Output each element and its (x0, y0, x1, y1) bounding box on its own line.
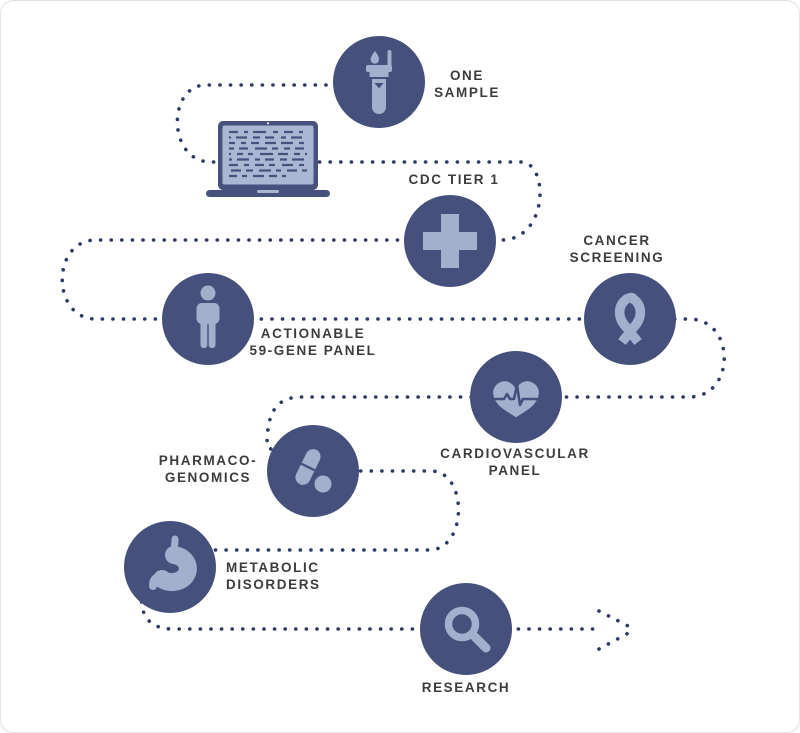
journey-path (60, 83, 727, 651)
pills-icon (295, 449, 334, 495)
flow-arrow-icon (597, 609, 637, 651)
label-cardiovascular-panel: CARDIOVASCULAR PANEL (440, 446, 590, 478)
label-metabolic-disorders: METABOLIC DISORDERS (226, 560, 321, 592)
step-circle-pharmacogenomics (267, 425, 359, 517)
awareness-ribbon-icon (614, 292, 646, 345)
test-tube-icon (366, 50, 392, 114)
step-circle-metabolic (124, 521, 216, 613)
step-circle-cardiovascular (470, 351, 562, 443)
label-research: RESEARCH (421, 680, 511, 695)
laptop-screen-text (229, 130, 307, 178)
step-circle-research (420, 583, 512, 675)
laptop-icon (206, 121, 330, 197)
step-circle-one-sample (333, 36, 425, 128)
step-circle-cancer-screening (584, 273, 676, 365)
heart-ecg-icon (493, 381, 539, 418)
stomach-icon (149, 535, 197, 592)
label-one-sample: ONE SAMPLE (434, 68, 500, 100)
medical-plus-icon (423, 214, 477, 268)
label-cdc-tier-1: CDC TIER 1 (408, 172, 500, 187)
person-icon (196, 285, 220, 348)
label-actionable-panel: ACTIONABLE 59-GENE PANEL (249, 326, 377, 358)
label-pharmacogenomics: PHARMACO- GENOMICS (158, 453, 258, 485)
label-cancer-screening: CANCER SCREENING (569, 233, 665, 265)
magnifier-icon (444, 606, 491, 653)
step-circle-cdc-tier-1 (404, 195, 496, 287)
step-circle-actionable-panel (162, 273, 254, 365)
